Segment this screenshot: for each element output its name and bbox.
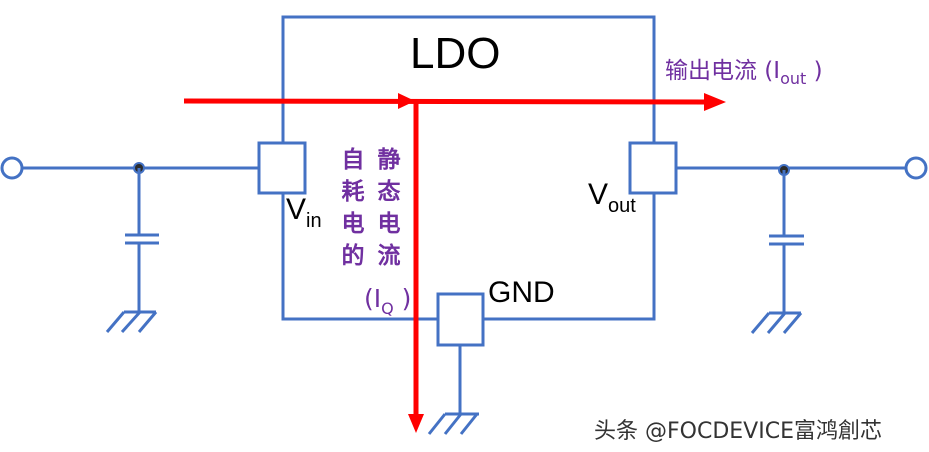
output-current-arrowhead (704, 93, 726, 111)
gnd-ground-symbol (427, 412, 479, 435)
output-current-close: ) (806, 58, 823, 84)
output-terminal (904, 156, 928, 180)
vin-subscript: in (306, 210, 322, 232)
quiescent-label-column-1: 自 耗 电 的 (340, 144, 366, 272)
quiescent-char: 耗 (341, 179, 365, 205)
vin-label: Vin (286, 193, 322, 232)
junction-arrowhead (398, 93, 415, 109)
iq-open: (I (364, 284, 382, 313)
quiescent-current-symbol: (IQ ) (364, 286, 411, 317)
quiescent-char: 自 (341, 147, 365, 173)
quiescent-char: 流 (377, 243, 401, 269)
iq-subscript: Q (381, 299, 394, 318)
quiescent-current-arrowhead (408, 414, 424, 433)
quiescent-char: 静 (377, 147, 401, 173)
vout-label: Vout (588, 178, 636, 217)
input-ground-symbol (105, 310, 158, 334)
vout-main: V (588, 178, 609, 211)
quiescent-char: 的 (341, 243, 365, 269)
quiescent-char: 电 (377, 211, 401, 237)
vin-pin-box (257, 141, 307, 195)
watermark: 头条 @FOCDEVICE富鸿創芯 (594, 419, 882, 444)
vout-pin-box (628, 141, 678, 195)
quiescent-char: 态 (377, 179, 401, 205)
output-ground-symbol (750, 311, 803, 334)
gnd-label: GND (488, 276, 555, 309)
quiescent-label-column-2: 静 态 电 流 (376, 144, 402, 272)
input-terminal (0, 156, 24, 180)
vin-main: V (286, 193, 307, 226)
quiescent-char: 电 (341, 211, 365, 237)
output-current-label: 输出电流 (Iout ) (665, 60, 823, 87)
output-current-text: 输出电流 (I (665, 58, 781, 84)
output-current-arrow-line (183, 98, 707, 105)
output-current-subscript: out (780, 69, 807, 88)
gnd-pin-box (436, 292, 485, 347)
vout-subscript: out (608, 195, 636, 217)
iq-close: ) (393, 284, 412, 313)
ldo-title: LDO (410, 29, 501, 78)
